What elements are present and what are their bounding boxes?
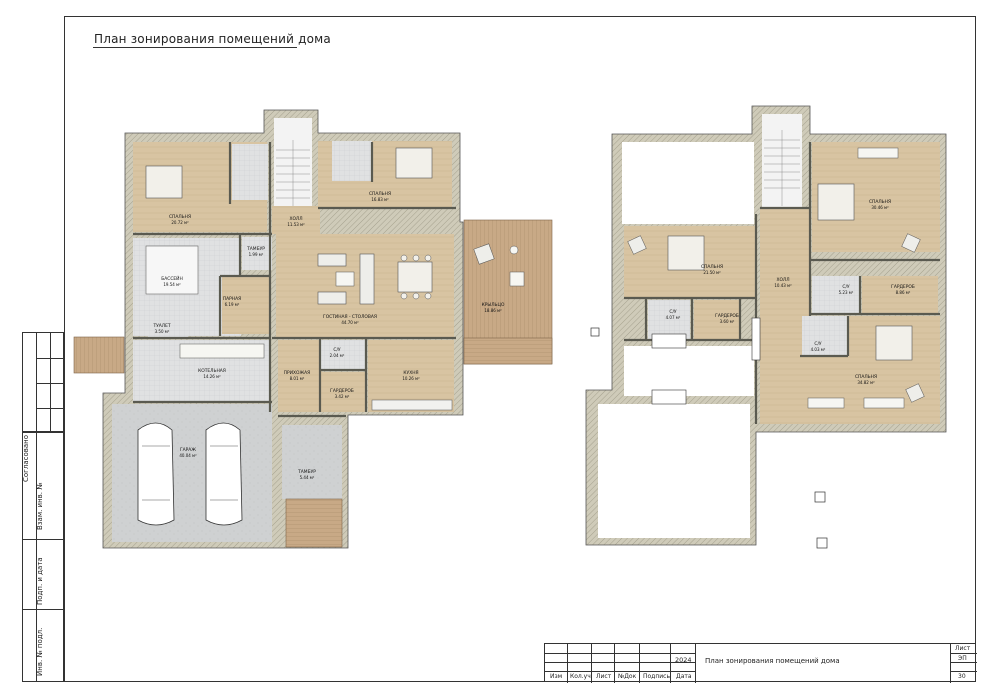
col-list: Лист — [596, 673, 612, 680]
room-area: 21.50 м² — [703, 270, 721, 275]
room-name: СПАЛЬНЯ — [169, 214, 191, 220]
room-area: 3.50 м² — [155, 329, 170, 334]
ground-floor-plan — [73, 109, 553, 549]
title-underline — [93, 47, 297, 48]
sheet-label: Лист — [955, 645, 971, 652]
room-area: 44.70 м² — [341, 320, 359, 325]
room-area: 11.53 м² — [287, 222, 305, 227]
room-name: БАССЕЙН — [161, 275, 183, 282]
room-name: ГОСТИНАЯ - СТОЛОВАЯ — [323, 314, 377, 320]
room-area: 4.03 м² — [811, 347, 826, 352]
upper-floor-plan — [585, 105, 947, 549]
room-name: ПАРНАЯ — [223, 296, 241, 302]
stage: ЭП — [958, 655, 967, 662]
room-name: ГАРДЕРОБ — [715, 313, 739, 319]
ground-floor-labels: СПАЛЬНЯ 20.72 м² СПАЛЬНЯ 16.83 м² ХОЛЛ 1… — [152, 191, 505, 480]
room-area: 10.26 м² — [402, 376, 420, 381]
room-name: ХОЛЛ — [289, 216, 302, 222]
col-podpis: Подпись — [643, 673, 670, 680]
room-name: ТАМБУР — [246, 246, 265, 252]
room-area: 6.19 м² — [225, 302, 240, 307]
room-name: СПАЛЬНЯ — [855, 374, 877, 380]
room-area: 14.26 м² — [203, 374, 221, 379]
room-name: С/У — [669, 309, 677, 315]
room-area: 2.04 м² — [330, 353, 345, 358]
room-area: 5.44 м² — [300, 475, 315, 480]
sheet-title: План зонирования помещений дома — [94, 32, 331, 46]
upper-floor-labels: СПАЛЬНЯ 30.46 м² СПАЛЬНЯ 21.50 м² ХОЛЛ 1… — [666, 199, 915, 385]
title-block: Изм Кол.уч Лист №Док Подпись Дата 2024 П… — [544, 643, 977, 683]
room-name: С/У — [842, 284, 850, 290]
room-area: 19.54 м² — [163, 282, 181, 287]
drawing-name: План зонирования помещений дома — [705, 657, 840, 665]
room-area: 16.83 м² — [371, 197, 389, 202]
room-area: 10.43 м² — [774, 283, 792, 288]
room-name: КРЫЛЬЦО — [482, 302, 505, 308]
room-name: ТУАЛЕТ — [152, 323, 170, 329]
room-name: ХОЛЛ — [776, 277, 789, 283]
room-area: 8.01 м² — [290, 376, 305, 381]
room-area: 18.86 м² — [484, 308, 502, 313]
room-area: 4.07 м² — [666, 315, 681, 320]
room-name: С/У — [814, 341, 822, 347]
room-name: ТАМБУР — [297, 469, 316, 475]
col-izm: Изм — [550, 673, 563, 680]
col-data: Дата — [676, 673, 692, 680]
year: 2024 — [675, 656, 692, 664]
room-area: 3.42 м² — [335, 394, 350, 399]
room-area: 5.23 м² — [839, 290, 854, 295]
room-area: 34.82 м² — [857, 380, 875, 385]
room-name: ПРИХОЖАЯ — [284, 370, 310, 376]
drawing-frame — [64, 16, 976, 682]
room-area: 40.04 м² — [179, 453, 197, 458]
room-name: СПАЛЬНЯ — [869, 199, 891, 205]
signature-stamp — [22, 432, 64, 682]
room-area: 30.46 м² — [871, 205, 889, 210]
room-name: КУХНЯ — [403, 370, 418, 376]
room-name: КОТЕЛЬНАЯ — [198, 368, 226, 374]
room-area: 8.86 м² — [896, 290, 911, 295]
approval-stamp — [22, 332, 64, 432]
col-ndok: №Док — [618, 673, 637, 680]
room-area: 1.99 м² — [249, 252, 264, 257]
room-name: СПАЛЬНЯ — [701, 264, 723, 270]
room-name: СПАЛЬНЯ — [369, 191, 391, 197]
room-name: С/У — [333, 347, 341, 353]
sheet-number: 30 — [958, 673, 966, 680]
col-koluch: Кол.уч — [570, 673, 591, 680]
room-area: 3.60 м² — [720, 319, 735, 324]
room-name: ГАРДЕРОБ — [330, 388, 354, 394]
room-name: ГАРДЕРОБ — [891, 284, 915, 290]
room-area: 20.72 м² — [171, 220, 189, 225]
room-name: ГАРАЖ — [180, 447, 196, 453]
